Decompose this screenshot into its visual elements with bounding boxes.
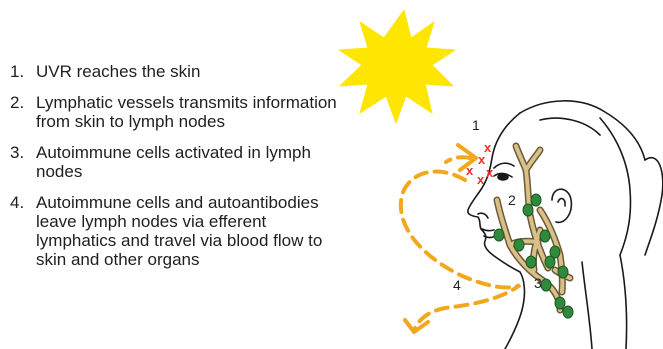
step-number: 4.	[10, 193, 36, 269]
step-text: Lymphatic vessels transmits information …	[36, 93, 350, 131]
step-number: 1.	[10, 62, 36, 81]
lymph-node	[545, 256, 555, 268]
skin-mark: x	[466, 163, 474, 178]
skin-mark: x	[486, 165, 494, 180]
uvr-lymph-illustration: x x x x x 1 2 3 4	[330, 0, 663, 349]
step-text: UVR reaches the skin	[36, 62, 350, 81]
skin-mark: x	[477, 172, 485, 187]
flow-arrow	[401, 157, 520, 328]
lymph-node	[563, 306, 573, 318]
step-text: Autoimmune cells and autoantibodies leav…	[36, 193, 350, 269]
skin-mark: x	[478, 152, 486, 167]
step-item: 3. Autoimmune cells activated in lymph n…	[10, 143, 350, 181]
label-uvr: 1	[472, 117, 480, 133]
sun-icon	[339, 10, 455, 123]
step-item: 2. Lymphatic vessels transmits informati…	[10, 93, 350, 131]
lymph-node	[523, 204, 533, 216]
label-nodes: 3	[534, 275, 542, 291]
lymph-node	[555, 297, 565, 309]
step-number: 3.	[10, 143, 36, 181]
lymph-node	[494, 229, 504, 241]
step-number: 2.	[10, 93, 36, 131]
steps-list: 1. UVR reaches the skin 2. Lymphatic ves…	[10, 62, 350, 281]
lymph-node	[514, 239, 524, 251]
lymph-node	[558, 266, 568, 278]
label-efferent: 4	[453, 277, 461, 293]
step-item: 1. UVR reaches the skin	[10, 62, 350, 81]
lymph-node	[531, 194, 541, 206]
step-text: Autoimmune cells activated in lymph node…	[36, 143, 350, 181]
lymph-node	[526, 256, 536, 268]
lymph-node	[541, 279, 551, 291]
lymph-node	[540, 230, 550, 242]
label-vessels: 2	[508, 192, 516, 208]
step-item: 4. Autoimmune cells and autoantibodies l…	[10, 193, 350, 269]
